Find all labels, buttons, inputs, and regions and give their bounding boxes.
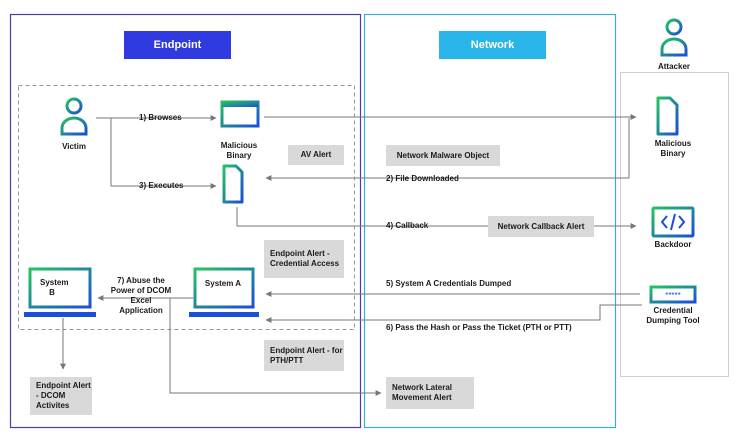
malicious-binary-label: Malicious Binary bbox=[220, 141, 258, 160]
browser-window-icon bbox=[220, 100, 260, 128]
victim-boundary bbox=[18, 85, 355, 330]
network-header: Network bbox=[439, 31, 546, 59]
password-field-icon: ***** bbox=[649, 285, 697, 304]
step-4-label: 4) Callback bbox=[386, 221, 429, 230]
network-malware-alert: Network Malware Object bbox=[386, 145, 500, 166]
backdoor-label: Backdoor bbox=[654, 240, 692, 249]
av-alert: AV Alert bbox=[288, 145, 344, 165]
attacker-file-icon bbox=[656, 96, 679, 136]
attacker-label: Attacker bbox=[657, 62, 690, 71]
victim-person-icon bbox=[60, 97, 88, 136]
network-zone bbox=[363, 13, 617, 429]
network-lateral-alert: Network Lateral Movement Alert bbox=[386, 377, 474, 409]
credential-tool-label: Credential Dumping Tool bbox=[646, 306, 700, 325]
step-2-label: 2) File Downloaded bbox=[386, 174, 459, 183]
endpoint-credential-alert: Endpoint Alert - Credential Access bbox=[264, 240, 344, 278]
flow-connectors bbox=[60, 114, 642, 396]
step-7-label: 7) Abuse the Power of DCOM Excel Applica… bbox=[110, 276, 172, 315]
endpoint-dcom-alert: Endpoint Alert - DCOM Activites bbox=[30, 377, 92, 415]
endpoint-header: Endpoint bbox=[124, 31, 231, 59]
step-1-label: 1) Browses bbox=[139, 113, 182, 122]
backdoor-code-icon bbox=[651, 206, 695, 238]
step-3-label: 3) Executes bbox=[139, 181, 184, 190]
system-b-monitor-icon bbox=[24, 267, 96, 317]
attacker-person-icon bbox=[660, 18, 688, 57]
system-a-monitor-icon bbox=[189, 267, 259, 317]
network-callback-alert: Network Callback Alert bbox=[488, 216, 594, 237]
victim-label: Victim bbox=[62, 142, 86, 151]
system-a-label: System A bbox=[204, 279, 242, 288]
system-b-label: System B bbox=[40, 278, 69, 297]
endpoint-zone bbox=[9, 13, 362, 429]
step-5-label: 5) System A Credentials Dumped bbox=[386, 279, 512, 288]
attacker-binary-label: Malicious Binary bbox=[654, 139, 692, 158]
step-6-label: 6) Pass the Hash or Pass the Ticket (PTH… bbox=[386, 323, 572, 332]
svg-text:*****: ***** bbox=[665, 291, 681, 300]
file-icon bbox=[222, 164, 244, 204]
endpoint-pth-alert: Endpoint Alert - for PTH/PTT bbox=[264, 340, 344, 371]
attacker-zone bbox=[620, 72, 729, 377]
